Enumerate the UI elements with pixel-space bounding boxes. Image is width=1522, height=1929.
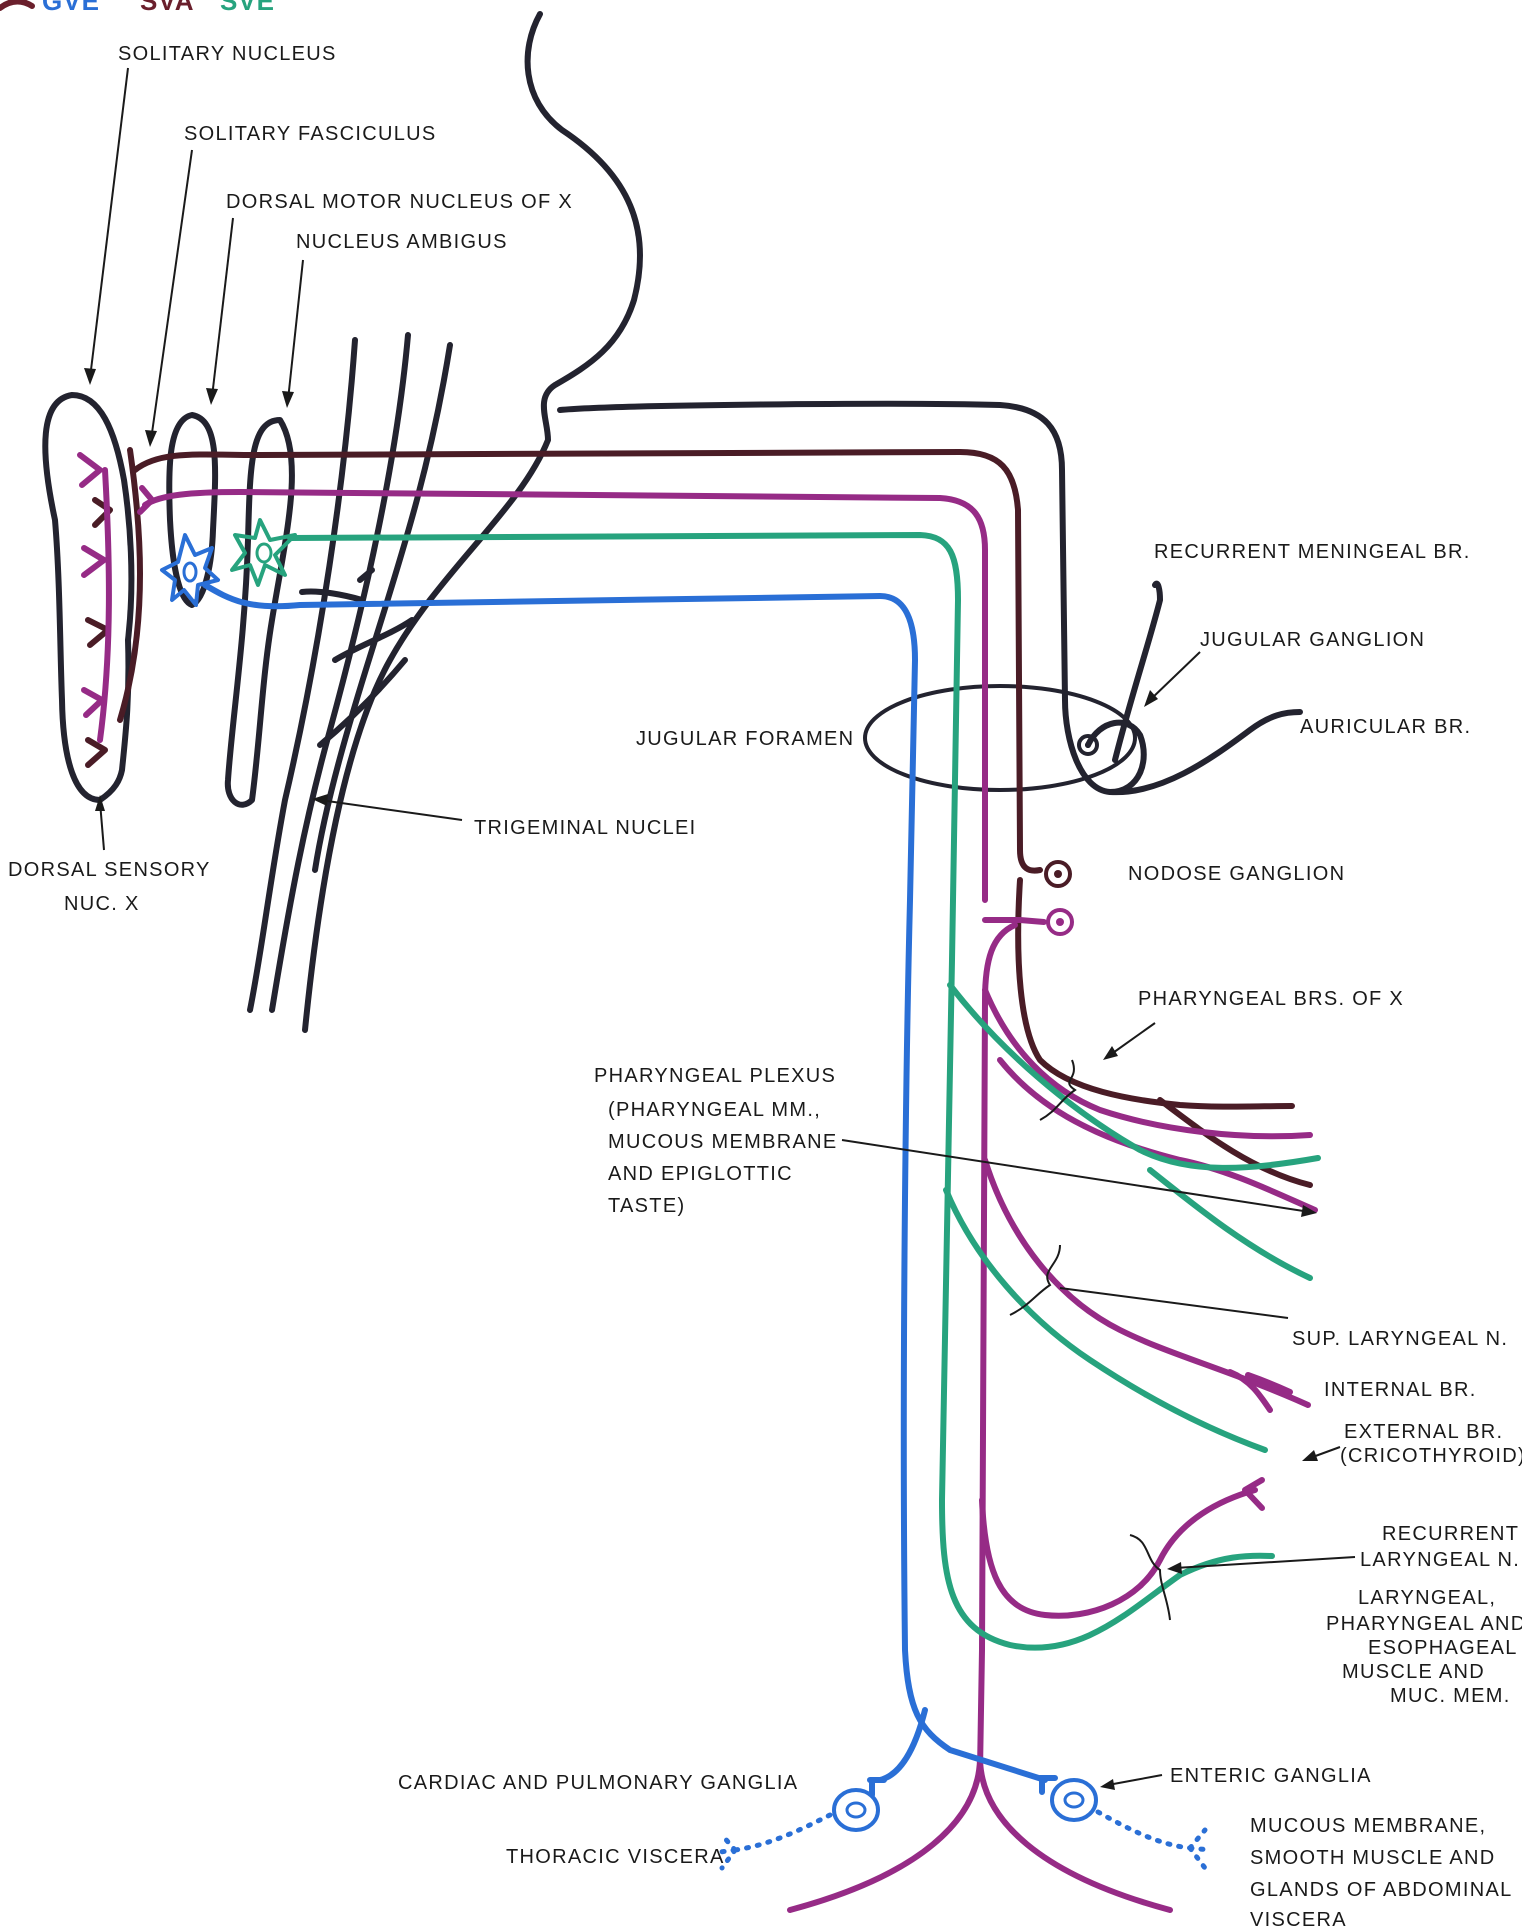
green-neuron-nucleus	[257, 544, 271, 562]
medulla-contour	[305, 14, 640, 1030]
trigeminal-line-3	[315, 345, 450, 870]
cardiac-ganglion	[834, 1790, 878, 1830]
label-external-br-2: (CRICOTHYROID)	[1340, 1445, 1522, 1467]
purple-recurrent-laryngeal	[982, 1490, 1255, 1616]
label-cardiac-pulmonary: CARDIAC AND PULMONARY GANGLIA	[398, 1772, 798, 1794]
label-nucleus-ambigus: NUCLEUS AMBIGUS	[296, 231, 508, 253]
label-mucous-2: SMOOTH MUSCLE AND	[1250, 1847, 1495, 1869]
label-pharyngeal-plexus-2: (PHARYNGEAL MM.,	[608, 1099, 821, 1121]
label-recurrent-laryngeal-2: LARYNGEAL N.	[1360, 1549, 1520, 1571]
maroon-tick-3	[88, 740, 105, 765]
trigeminal-line-2	[272, 335, 408, 1010]
green-pharyngeal-2	[1150, 1170, 1310, 1278]
enteric-ganglion	[1052, 1780, 1096, 1820]
label-recurrent-laryngeal-1: RECURRENT	[1382, 1523, 1519, 1545]
maroon-main-path	[135, 452, 1040, 871]
label-pharyngeal-plexus-1: PHARYNGEAL PLEXUS	[594, 1065, 836, 1087]
purple-tick-2	[84, 548, 104, 575]
label-sup-laryngeal: SUP. LARYNGEAL N.	[1292, 1328, 1508, 1350]
nodose-ganglion-nucleus-1	[1054, 870, 1062, 878]
legend-sva: SVA	[140, 0, 195, 16]
label-solitary-fasciculus: SOLITARY FASCICULUS	[184, 123, 437, 145]
outer-nerve-path	[560, 404, 1065, 700]
label-internal-br: INTERNAL BR.	[1324, 1379, 1477, 1401]
labels: SOLITARY NUCLEUS SOLITARY FASCICULUS DOR…	[8, 43, 1522, 1929]
leader-solitary-nucleus	[90, 68, 128, 378]
purple-tick-3	[84, 690, 102, 715]
blue-cardiac-terminal	[870, 1780, 884, 1795]
label-dorsal-motor-nucleus: DORSAL MOTOR NUCLEUS OF X	[226, 191, 573, 213]
purple-tick-4	[140, 488, 152, 512]
label-laryngeal-2: PHARYNGEAL AND	[1326, 1613, 1522, 1635]
label-pharyngeal-plexus-5: TASTE)	[608, 1195, 685, 1217]
arrow-solitary-nucleus	[84, 368, 96, 385]
purple-tick-1	[80, 455, 100, 485]
label-nodose-ganglion: NODOSE GANGLION	[1128, 863, 1345, 885]
leader-nucleus-ambigus	[288, 260, 303, 400]
label-mucous-4: VISCERA	[1250, 1909, 1347, 1929]
purple-terminal-right	[980, 1760, 1170, 1910]
leader-jugular-ganglion	[1150, 652, 1200, 700]
arrow-dorsal-motor	[206, 388, 218, 405]
label-thoracic-viscera: THORACIC VISCERA	[506, 1846, 725, 1868]
label-jugular-ganglion: JUGULAR GANGLION	[1200, 629, 1425, 651]
purple-recurrent-fork	[1245, 1480, 1262, 1508]
arrow-solitary-fasciculus	[145, 430, 157, 447]
legend-sve: SVE	[220, 0, 275, 16]
label-jugular-foramen: JUGULAR FORAMEN	[636, 728, 854, 750]
leader-solitary-fasciculus	[151, 150, 192, 440]
thoracic-postganglionic-fibres	[735, 1815, 830, 1850]
leader-pharyngeal-brs	[1110, 1023, 1155, 1055]
arrow-nucleus-ambigus	[282, 391, 294, 408]
jugular-ganglion-nucleus	[1085, 742, 1091, 748]
label-laryngeal-3: ESOPHAGEAL	[1368, 1637, 1518, 1659]
arrow-external-br	[1302, 1450, 1318, 1461]
abdominal-fibre-spray	[1190, 1830, 1210, 1868]
nucleus-ambigus-shape	[228, 420, 292, 805]
label-laryngeal-1: LARYNGEAL,	[1358, 1587, 1496, 1609]
arrow-jugular-ganglion	[1144, 690, 1158, 707]
arrow-recurrent-laryngeal	[1167, 1562, 1182, 1574]
leader-enteric-ganglia	[1108, 1775, 1162, 1785]
purple-internal-fork	[1230, 1372, 1290, 1410]
maroon-tick-2	[88, 620, 108, 645]
label-dorsal-sensory-2: NUC. X	[64, 893, 140, 915]
legend-gve: GVE	[42, 0, 100, 16]
label-dorsal-sensory-1: DORSAL SENSORY	[8, 859, 211, 881]
green-main-path	[290, 535, 1272, 1648]
enteric-ganglion-nucleus	[1065, 1793, 1083, 1807]
legend-mark	[0, 1, 32, 8]
maroon-pharyngeal-br	[1160, 1100, 1310, 1185]
leader-dorsal-motor	[212, 218, 233, 397]
label-pharyngeal-plexus-4: AND EPIGLOTTIC	[608, 1163, 793, 1185]
trigeminal-branch-3	[302, 592, 362, 600]
label-laryngeal-5: MUC. MEM.	[1390, 1685, 1511, 1707]
green-pharyngeal-1	[950, 985, 1318, 1168]
blue-neuron-nucleus	[184, 563, 196, 581]
label-mucous-1: MUCOUS MEMBRANE,	[1250, 1815, 1486, 1837]
label-pharyngeal-brs: PHARYNGEAL BRS. OF X	[1138, 988, 1404, 1010]
legend: GVE SVA SVE	[0, 0, 275, 16]
label-recurrent-meningeal: RECURRENT MENINGEAL BR.	[1154, 541, 1471, 563]
label-auricular-br: AURICULAR BR.	[1300, 716, 1471, 738]
nodose-ganglion-nucleus-2	[1056, 918, 1064, 926]
label-mucous-3: GLANDS OF ABDOMINAL	[1250, 1879, 1513, 1901]
abdominal-postganglionic-fibres	[1098, 1812, 1190, 1848]
label-trigeminal-nuclei: TRIGEMINAL NUCLEI	[474, 817, 697, 839]
label-solitary-nucleus: SOLITARY NUCLEUS	[118, 43, 337, 65]
arrow-enteric-ganglia	[1100, 1779, 1115, 1790]
arrow-pharyngeal-brs	[1103, 1046, 1118, 1060]
label-pharyngeal-plexus-3: MUCOUS MEMBRANE	[608, 1131, 838, 1153]
purple-pharyngeal-1	[985, 990, 1310, 1136]
label-enteric-ganglia: ENTERIC GANGLIA	[1170, 1765, 1372, 1787]
dorsal-motor-nucleus-shape	[169, 415, 215, 605]
leader-lines	[84, 68, 1355, 1790]
purple-sup-laryngeal	[985, 1160, 1308, 1405]
label-laryngeal-4: MUSCLE AND	[1342, 1661, 1485, 1683]
purple-nodose-connector	[985, 920, 1044, 922]
label-external-br-1: EXTERNAL BR.	[1344, 1421, 1503, 1443]
cardiac-ganglion-nucleus	[847, 1803, 865, 1817]
